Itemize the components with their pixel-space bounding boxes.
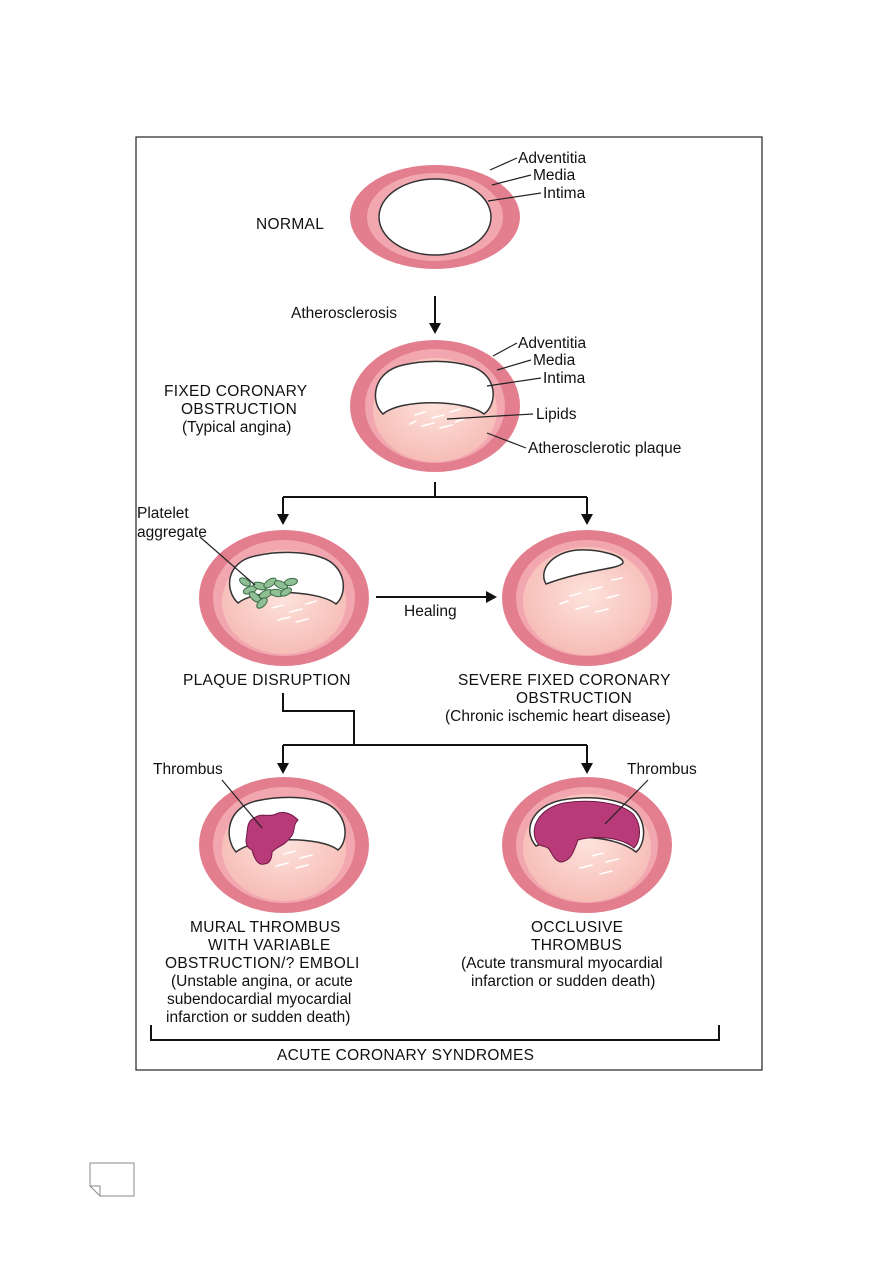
lipid-streaks-occlusive xyxy=(579,852,619,875)
lipid-streaks-disruption xyxy=(271,600,317,623)
occlusive-subtitle-line2: infarction or sudden death) xyxy=(471,973,655,990)
fixed-title-line1: FIXED CORONARY xyxy=(164,383,307,400)
mural-subtitle-line2: subendocardial myocardial xyxy=(167,991,351,1008)
adventitia-leader-2 xyxy=(492,342,518,357)
severe-obstruction-vessel xyxy=(502,530,672,666)
thrombus-leader-right xyxy=(604,779,649,825)
fixed-obstruction-vessel xyxy=(350,340,520,472)
platelet-label-line1: Platelet xyxy=(137,505,189,522)
atherosclerosis-label: Atherosclerosis xyxy=(291,305,397,322)
media-leader-2 xyxy=(496,359,532,371)
severe-subtitle: (Chronic ischemic heart disease) xyxy=(445,708,671,725)
adventitia-label-1: Adventitia xyxy=(518,150,586,167)
severe-title-line1: SEVERE FIXED CORONARY xyxy=(458,672,671,689)
mural-subtitle-line3: infarction or sudden death) xyxy=(166,1009,350,1026)
split-connector-1 xyxy=(282,482,588,517)
occlusive-thrombus-vessel xyxy=(502,777,672,913)
intima-label-1: Intima xyxy=(543,185,586,202)
lipid-streaks-severe xyxy=(559,577,623,613)
healing-arrowhead xyxy=(486,591,497,603)
plaque-label: Atherosclerotic plaque xyxy=(528,440,681,457)
plaque-disruption-vessel xyxy=(199,530,369,666)
split-arrowhead-right xyxy=(581,514,593,525)
platelet-leader xyxy=(199,536,256,586)
mural-thrombus xyxy=(245,811,299,865)
occlusive-title-line1: OCCLUSIVE xyxy=(531,919,623,936)
lipid-streaks-mural xyxy=(275,850,313,869)
thrombus-label-right: Thrombus xyxy=(627,761,697,778)
mural-title-line2: WITH VARIABLE xyxy=(208,937,330,954)
media-label-2: Media xyxy=(533,352,576,369)
lower-arrowhead-left xyxy=(277,763,289,774)
split-connector-2 xyxy=(282,693,588,766)
occlusive-title-line2: THROMBUS xyxy=(531,937,622,954)
lipids-leader xyxy=(446,413,534,420)
intima-leader-1 xyxy=(487,192,542,202)
normal-title: NORMAL xyxy=(256,216,324,233)
atherosclerosis-arrowhead xyxy=(429,323,441,334)
split-arrowhead-left xyxy=(277,514,289,525)
occlusive-subtitle-line1: (Acute transmural myocardial xyxy=(461,955,663,972)
fixed-subtitle: (Typical angina) xyxy=(182,419,291,436)
lower-arrowhead-right xyxy=(581,763,593,774)
mural-title-line1: MURAL THROMBUS xyxy=(190,919,341,936)
fixed-title-line2: OBSTRUCTION xyxy=(181,401,297,418)
adventitia-leader-1 xyxy=(489,157,518,171)
healing-label: Healing xyxy=(404,603,457,620)
mural-subtitle-line1: (Unstable angina, or acute xyxy=(171,973,353,990)
media-label-1: Media xyxy=(533,167,576,184)
intima-leader-2 xyxy=(486,377,542,387)
thrombus-leader-left xyxy=(221,779,263,829)
acs-footer: ACUTE CORONARY SYNDROMES xyxy=(277,1047,534,1064)
platelet-label-line2: aggregate xyxy=(137,524,207,541)
lipids-label: Lipids xyxy=(536,406,577,423)
lipid-streaks-fixed xyxy=(409,408,465,429)
occlusive-thrombus xyxy=(533,800,640,863)
mural-title-line3: OBSTRUCTION/? EMBOLI xyxy=(165,955,360,972)
disruption-title: PLAQUE DISRUPTION xyxy=(183,672,351,689)
normal-vessel xyxy=(350,165,520,269)
plaque-leader xyxy=(486,432,527,449)
thrombus-label-left: Thrombus xyxy=(153,761,223,778)
page-corner-icon xyxy=(89,1162,135,1197)
severe-title-line2: OBSTRUCTION xyxy=(516,690,632,707)
intima-label-2: Intima xyxy=(543,370,586,387)
platelet-aggregate xyxy=(239,577,298,609)
mural-thrombus-vessel xyxy=(199,777,369,913)
adventitia-label-2: Adventitia xyxy=(518,335,586,352)
acs-bracket xyxy=(150,1025,720,1041)
media-leader-1 xyxy=(491,174,532,186)
